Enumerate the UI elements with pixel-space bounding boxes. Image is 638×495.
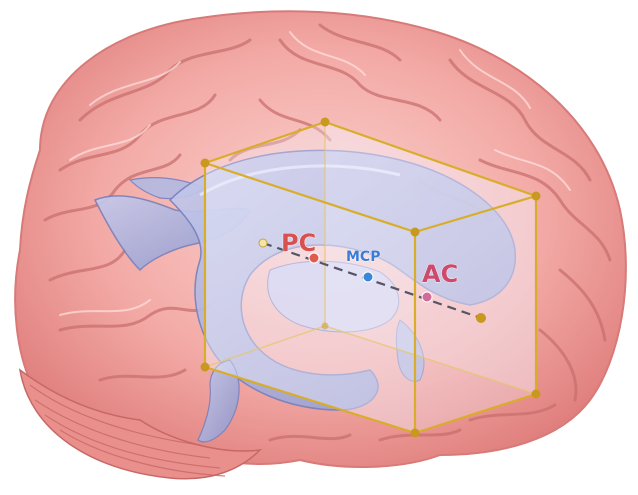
box-corner bbox=[411, 228, 420, 237]
box-right-face bbox=[415, 196, 536, 433]
ac-label: AC bbox=[422, 260, 458, 288]
box-corner bbox=[532, 192, 541, 201]
box-corner bbox=[532, 390, 541, 399]
box-corner bbox=[322, 323, 329, 330]
pc-label: PC bbox=[281, 229, 316, 257]
box-corner bbox=[411, 429, 420, 438]
mcp-point bbox=[363, 272, 373, 282]
ac-pc-line-end bbox=[476, 313, 486, 323]
box-corner bbox=[201, 159, 210, 168]
mcp-label: MCP bbox=[346, 249, 380, 265]
box-corner bbox=[201, 363, 210, 372]
box-corner bbox=[321, 118, 330, 127]
ac-point bbox=[422, 292, 432, 302]
ac-pc-line-start bbox=[259, 239, 267, 247]
